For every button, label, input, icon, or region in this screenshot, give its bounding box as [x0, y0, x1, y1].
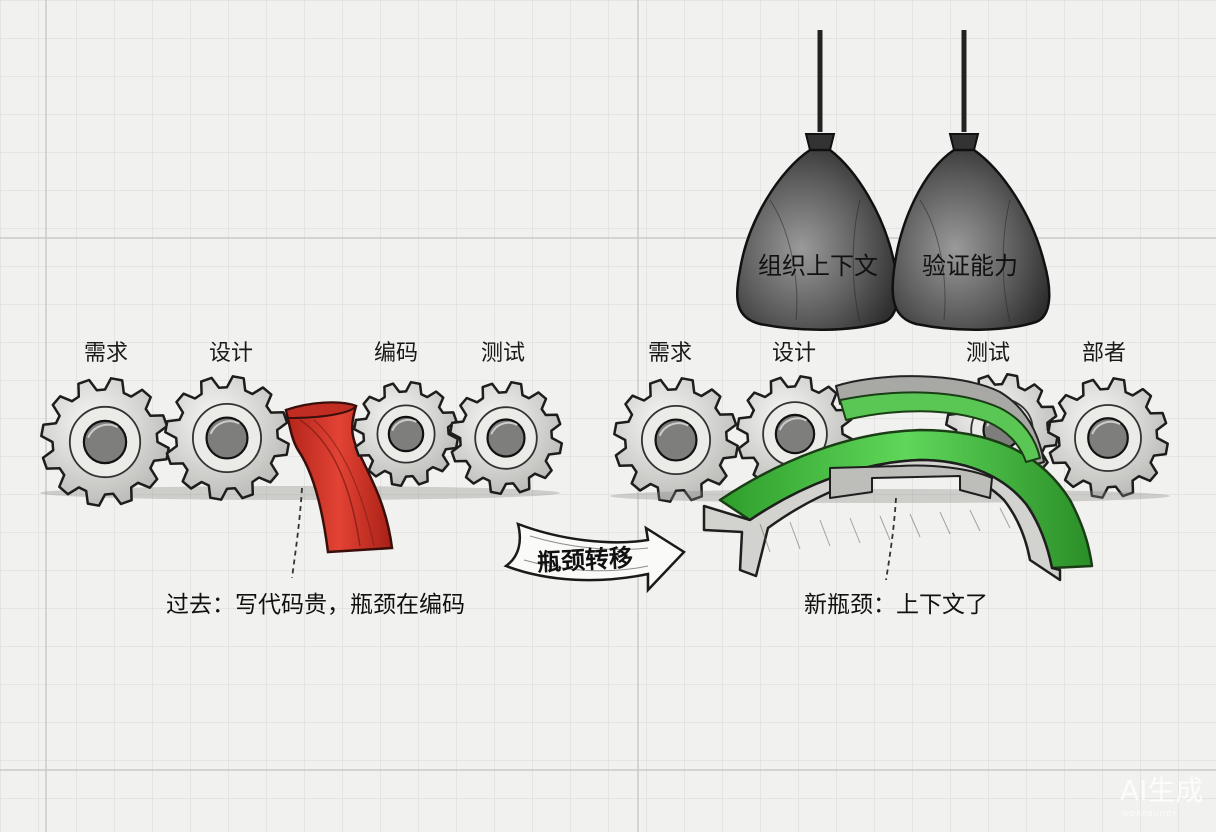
belt-hatch-line — [909, 513, 921, 538]
belt-hatch-line — [789, 521, 801, 550]
weight-bag: 组织上下文 — [735, 30, 899, 331]
old-stage-label: 需求 — [84, 341, 128, 366]
old-caption: 过去：写代码贵，瓶颈在编码 — [166, 592, 465, 618]
watermark-text: AI生成 — [1120, 774, 1203, 807]
transition-label: 瓶颈转移 — [536, 544, 633, 577]
old-stage-gear — [40, 377, 170, 507]
belt-inner-crenel — [829, 464, 993, 499]
belt-green-band — [839, 391, 1041, 463]
old-stage-gear — [164, 375, 290, 501]
weight-label: 验证能力 — [922, 252, 1018, 280]
weights: 组织上下文 验证能力 — [735, 30, 1051, 331]
belt-hatch-line — [969, 509, 981, 532]
belt-hatch-line — [819, 519, 831, 547]
old-stage-gear — [352, 380, 460, 488]
old-pipeline — [40, 401, 560, 579]
new-stage-label: 部者 — [1082, 341, 1126, 366]
old-stage-label: 编码 — [374, 341, 418, 366]
weight-bag: 验证能力 — [891, 30, 1051, 331]
new-stage-gear — [613, 377, 739, 503]
watermark: AI生成 WORKBUDDY — [1120, 774, 1203, 818]
belt-hatch-line — [849, 517, 861, 544]
new-stage-labels: 需求 设计 测试 部者 — [648, 341, 1126, 366]
belt-hatch-line — [1029, 505, 1041, 526]
old-stage-label: 设计 — [209, 341, 253, 366]
belt-hatch-line — [879, 515, 891, 541]
new-pipeline — [610, 489, 1170, 503]
belt-hatch-line — [759, 523, 771, 553]
new-stage-gear — [1047, 377, 1169, 499]
weight-label: 组织上下文 — [758, 252, 878, 280]
belt-hatch-line — [999, 507, 1011, 529]
new-stage-label: 设计 — [772, 341, 816, 366]
watermark-subtext: WORKBUDDY — [1122, 810, 1177, 818]
old-stage-label: 测试 — [481, 341, 525, 366]
old-bottleneck-belt — [284, 401, 394, 554]
new-bottleneck-belt — [702, 375, 1094, 582]
old-stage-gear — [448, 380, 564, 496]
old-stage-labels: 需求 设计 编码 测试 — [84, 341, 525, 366]
new-stage-label: 需求 — [648, 341, 692, 366]
belt-hatch-line — [939, 511, 951, 535]
new-caption: 新瓶颈：上下文了 — [804, 592, 988, 618]
new-caption-pointer — [885, 497, 897, 581]
new-stage-label: 测试 — [966, 341, 1010, 366]
transition-arrow: 瓶颈转移 — [503, 521, 686, 594]
old-caption-pointer — [291, 487, 303, 579]
